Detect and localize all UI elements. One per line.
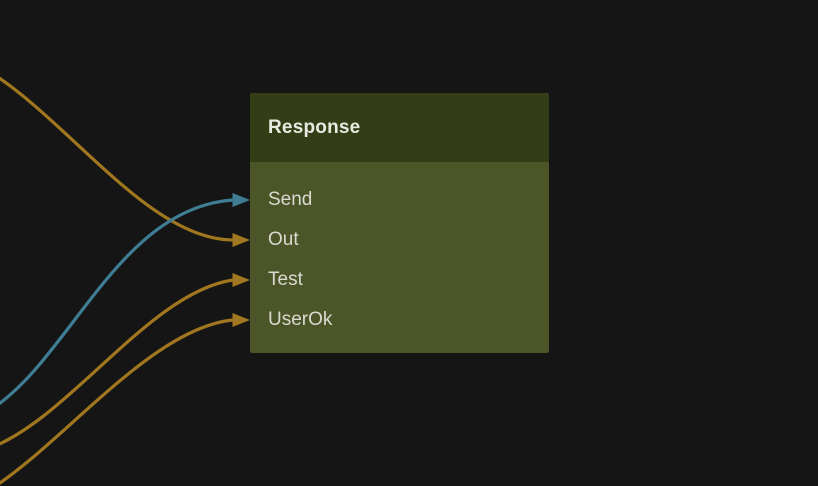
edge-to-out[interactable] bbox=[0, 72, 234, 242]
port-row-test[interactable]: Test bbox=[250, 260, 549, 300]
node-response[interactable]: Response Send Out Test UserOk bbox=[250, 93, 549, 353]
port-row-userok[interactable]: UserOk bbox=[250, 300, 549, 340]
node-title: Response bbox=[268, 116, 361, 138]
port-label-test: Test bbox=[268, 269, 303, 290]
node-header[interactable]: Response bbox=[250, 93, 549, 162]
edge-arrowhead-send bbox=[232, 193, 250, 207]
port-label-userok: UserOk bbox=[268, 309, 333, 330]
edge-arrowhead-out bbox=[232, 233, 250, 247]
edge-to-send[interactable] bbox=[0, 198, 234, 410]
edge-arrowhead-userok bbox=[232, 313, 250, 327]
edge-to-userok[interactable] bbox=[0, 318, 234, 486]
edge-arrowhead-test bbox=[232, 273, 250, 287]
port-row-out[interactable]: Out bbox=[250, 220, 549, 260]
edge-to-test[interactable] bbox=[0, 278, 234, 448]
port-label-send: Send bbox=[268, 189, 313, 210]
port-row-send[interactable]: Send bbox=[250, 180, 549, 220]
node-body: Send Out Test UserOk bbox=[250, 162, 549, 353]
port-label-out: Out bbox=[268, 229, 299, 250]
